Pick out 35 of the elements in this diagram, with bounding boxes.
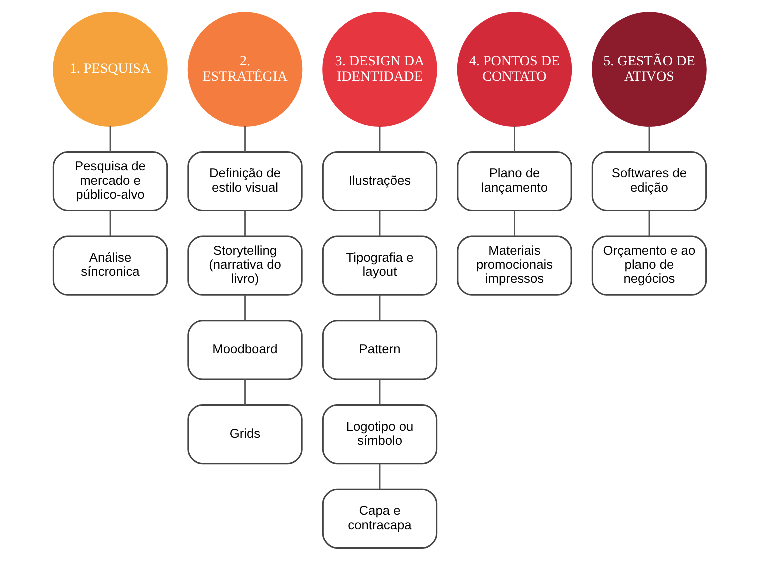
node-circle: 3. DESIGN DA IDENTIDADE xyxy=(322,12,437,127)
node-box: Análise síncronica xyxy=(52,236,168,296)
node-box: Materiais promocionais impressos xyxy=(456,236,572,296)
connector xyxy=(109,126,111,152)
connector xyxy=(244,126,246,152)
node-box: Moodboard xyxy=(187,320,302,380)
connector xyxy=(378,464,380,490)
node-circle: 4. PONTOS DE CONTATO xyxy=(456,12,572,127)
node-box: Orçamento e ao plano de negócios xyxy=(591,236,707,296)
node-box: Softwares de edição xyxy=(591,151,707,212)
node-circle: 2. ESTRATÉGIA xyxy=(187,12,302,127)
node-circle: 5. GESTÃO DE ATIVOS xyxy=(592,12,706,127)
connector xyxy=(378,380,380,405)
node-box: Capa e contracapa xyxy=(322,488,438,549)
connector xyxy=(514,126,515,152)
connector xyxy=(244,380,246,405)
connector xyxy=(378,126,380,152)
node-box: Pattern xyxy=(322,320,438,380)
connector xyxy=(378,295,380,320)
connector xyxy=(244,295,246,320)
node-box: Logotipo ou símbolo xyxy=(322,404,438,465)
node-box: Tipografia e layout xyxy=(322,236,438,296)
node-box: Ilustrações xyxy=(322,151,438,212)
node-box: Storytelling (narrativa do livro) xyxy=(187,236,302,296)
connector xyxy=(648,126,650,152)
connector xyxy=(648,210,650,236)
connector xyxy=(514,210,515,236)
connector xyxy=(378,210,380,236)
connector xyxy=(244,210,246,236)
node-box: Pesquisa de mercado e público-alvo xyxy=(52,151,168,212)
node-circle: 1. PESQUISA xyxy=(52,12,168,127)
node-box: Grids xyxy=(187,404,302,465)
node-box: Plano de lançamento xyxy=(456,151,572,212)
connector xyxy=(109,210,111,236)
node-box: Definição de estilo visual xyxy=(187,151,302,212)
